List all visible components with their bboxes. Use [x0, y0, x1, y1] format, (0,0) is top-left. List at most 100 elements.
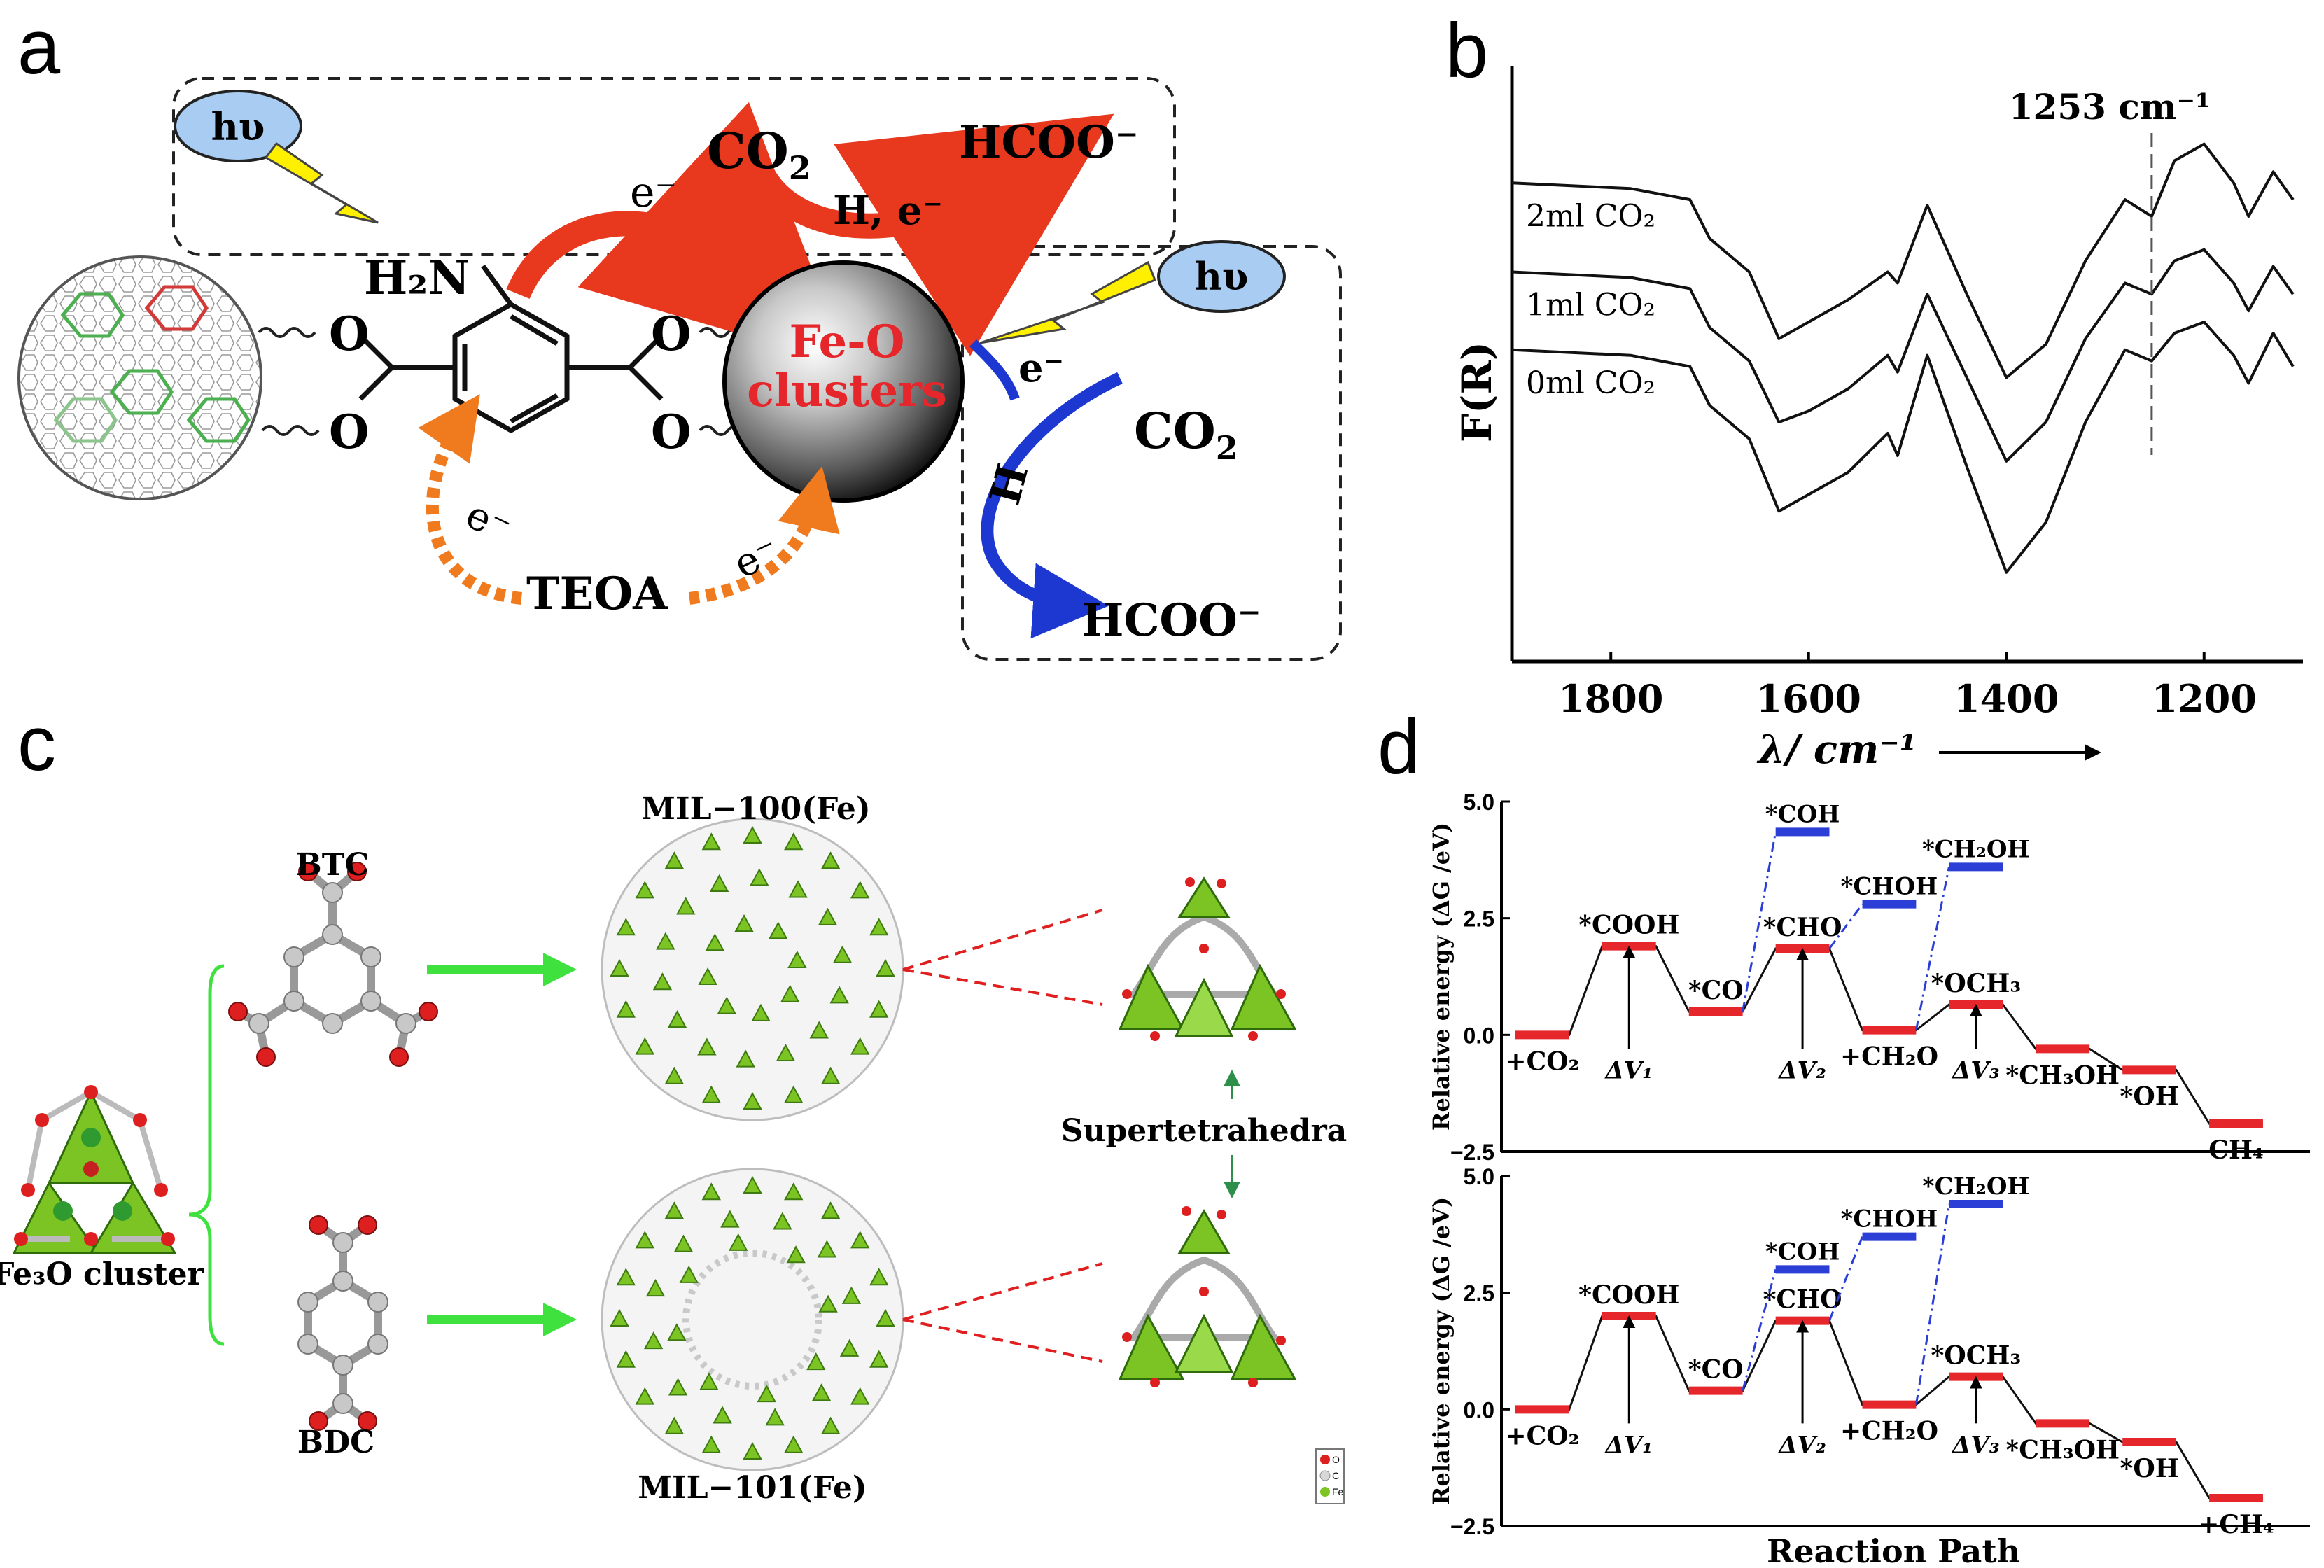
fe-octahedron [664, 1416, 685, 1434]
supertetrahedra-label: Supertetrahedra [1061, 1113, 1347, 1149]
btc-molecule-model [228, 862, 438, 1067]
fe3o-cluster-model [12, 1085, 177, 1254]
legend-label: O [1332, 1454, 1340, 1465]
mil101-label: MIL−101(Fe) [638, 1470, 867, 1506]
oxygen-atom [1248, 1378, 1258, 1387]
fe-octahedron [839, 1338, 860, 1357]
fe-octahedron [656, 932, 676, 950]
y-tick-label: 0.0 [1464, 1023, 1494, 1048]
teoa-electron-arrow-right [688, 466, 840, 605]
energy-level-label: *COOH [1578, 1280, 1679, 1310]
oxygen-atom [1276, 1336, 1286, 1345]
oxygen-atom [1150, 1031, 1160, 1041]
y-tick-label: −2.5 [1450, 1514, 1494, 1539]
electron-label: e⁻ [459, 492, 518, 552]
panel-label-a: a [18, 4, 61, 90]
fe-octahedron [698, 967, 718, 985]
fe-octahedron [635, 1387, 654, 1405]
spectrum-series-label: 0ml CO₂ [1526, 365, 1656, 401]
light-label: hυ [1195, 254, 1249, 299]
fe-octahedron [616, 1000, 636, 1018]
fe-octahedron [750, 868, 769, 886]
electron-label: e⁻ [630, 168, 677, 217]
fe-octahedron [786, 1245, 806, 1264]
spectrum-series-label: 2ml CO₂ [1526, 198, 1656, 234]
mil100-label: MIL−100(Fe) [641, 791, 870, 827]
fe-octahedron [699, 1372, 719, 1390]
fe-octahedron [776, 1043, 796, 1062]
y-tick-label: 5.0 [1464, 790, 1494, 815]
legend-label: Fe [1332, 1486, 1344, 1497]
fe-octahedron [809, 1021, 829, 1039]
fe-octahedron [679, 1265, 699, 1283]
fe-octahedron [769, 921, 788, 939]
alternative-path-line [1828, 903, 1863, 949]
alternative-path-line [1914, 1203, 1950, 1405]
fe-octahedron [876, 1308, 895, 1326]
zoom-lines-bottom [902, 1262, 1103, 1363]
fe-octahedron [643, 1331, 664, 1350]
electron-transfer-arrow-blue [969, 340, 1020, 401]
co2-label: CO2 [707, 122, 811, 187]
x-tick-label: 1400 [1954, 676, 2059, 721]
fe-octahedron [664, 851, 685, 869]
alternative-path-line [1914, 867, 1950, 1030]
oxygen-atom [1248, 1031, 1258, 1041]
linker-oxygen: O [651, 405, 692, 459]
wavy-link [258, 327, 316, 338]
y-axis-label: Relative energy (ΔG /eV) [1428, 822, 1455, 1130]
legend-label: C [1332, 1470, 1339, 1481]
y-tick-label: 0.0 [1464, 1397, 1494, 1422]
fe-octahedron [784, 1435, 804, 1453]
fe-octahedron [713, 1406, 732, 1424]
light-ellipse [1157, 240, 1286, 313]
fe-octahedron [709, 874, 729, 892]
barrier-label: ΔV₂ [1777, 1431, 1826, 1459]
light-ellipse [174, 90, 302, 162]
fe-o-cluster-sphere [722, 260, 965, 503]
energy-level-label: +CH₄ [2198, 1510, 2274, 1539]
fe3o-cluster-label: Fe₃O cluster [0, 1256, 204, 1292]
energy-level-label: *OCH₃ [1931, 1341, 2022, 1371]
fe-octahedron [876, 958, 895, 976]
supertetrahedron-model-top [1118, 876, 1297, 1037]
energy-level-label: *CHO [1763, 913, 1842, 942]
oxygen-atom [1122, 1332, 1132, 1342]
x-axis-label: λ/ cm⁻¹ [1757, 727, 1917, 773]
alternative-level-label: *COH [1765, 800, 1840, 828]
alternative-level-label: *CH₂OH [1922, 835, 2030, 863]
fe-octahedron [869, 1350, 889, 1368]
linker-oxygen: O [329, 405, 370, 459]
fe-octahedron [701, 1085, 721, 1103]
energy-level-label: *COOH [1578, 911, 1679, 940]
spectrum-line [1511, 321, 2295, 574]
fe-octahedron [820, 1416, 841, 1434]
fe-octahedron [720, 1210, 740, 1228]
energy-level-label: +CH₂O [1840, 1042, 1938, 1072]
linker-molecule [358, 264, 664, 434]
fe-octahedron [743, 1441, 762, 1460]
x-tick-label: 1200 [2152, 676, 2257, 721]
carbon-swatch [1320, 1470, 1331, 1481]
mof-cage-highlights [53, 285, 251, 443]
oxygen-atom [1199, 944, 1209, 953]
spectra-series [1511, 142, 2295, 574]
fe-octahedron [818, 1294, 838, 1312]
zoom-lines-top [902, 909, 1103, 1006]
linker-oxygen: O [651, 307, 692, 361]
fe-octahedron [736, 1049, 755, 1068]
teoa-electron-arrow-left [418, 394, 522, 605]
fe-octahedron [616, 1268, 636, 1286]
lightning-bolt-icon [979, 260, 1156, 344]
fe-octahedron [743, 1175, 762, 1194]
bdc-label: BDC [298, 1424, 374, 1460]
energy-level-label: *CHO [1763, 1285, 1842, 1315]
iron-swatch [1320, 1487, 1330, 1497]
cluster-label-line1: Fe-O [790, 316, 905, 368]
light-label: hυ [211, 104, 265, 149]
fe-octahedron [811, 1383, 832, 1401]
fe-octahedron [757, 1385, 776, 1403]
